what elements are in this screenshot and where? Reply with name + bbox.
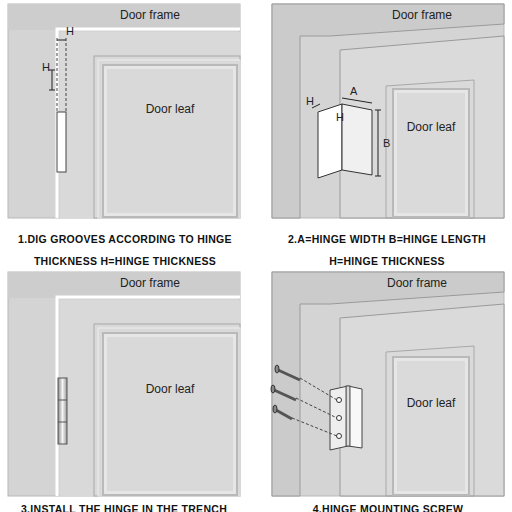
hinge-groove — [57, 112, 66, 172]
door-frame-band: Door frame — [60, 4, 240, 26]
door-molding — [98, 60, 240, 218]
door-leaf-panel: Door leaf — [102, 332, 238, 496]
door-frame-band — [8, 272, 240, 298]
dimension-letter: H — [66, 26, 74, 37]
panel-background — [272, 272, 504, 496]
frame-label: Door frame — [340, 8, 504, 22]
door-frame-band: Door frame — [60, 272, 240, 294]
dimension-line — [378, 110, 379, 176]
frame-label: Door frame — [60, 8, 240, 22]
frame-label: Door frame — [330, 276, 504, 290]
dimension-line — [52, 70, 53, 90]
leaf-label: Door leaf — [394, 396, 468, 410]
door-molding — [98, 328, 240, 496]
screw-guide — [292, 418, 337, 436]
hinge-plate — [330, 386, 348, 450]
hinge-groove — [342, 104, 372, 175]
door-frame-band: Door frame — [340, 4, 504, 26]
door-frame-band — [8, 4, 240, 30]
screw-hole — [337, 434, 342, 439]
door-frame — [272, 4, 504, 218]
dimension-line — [342, 98, 372, 103]
screw-hole — [337, 398, 342, 403]
step-caption: 2.A=HINGE WIDTH B=HINGE LENGTH H=HINGE T… — [262, 228, 512, 272]
door-molding — [94, 324, 240, 496]
door-gap — [57, 297, 240, 496]
dimension-line — [57, 40, 66, 41]
door-molding — [94, 56, 240, 218]
step-caption: 1.DIG GROOVES ACCORDING TO HINGE THICKNE… — [0, 228, 250, 272]
hinge-knuckle — [58, 400, 67, 401]
leaf-label: Door leaf — [394, 120, 468, 134]
screw-head — [275, 365, 279, 373]
leaf-label: Door leaf — [104, 102, 236, 116]
dimension-letter: H — [42, 62, 50, 73]
dimension-letter: A — [350, 86, 357, 97]
dimension-tick — [375, 176, 381, 177]
door-gap — [57, 29, 240, 218]
door-leaf-panel: Door leaf — [392, 356, 470, 496]
door-molding — [386, 80, 474, 218]
screw — [274, 390, 296, 400]
screw-guide — [300, 378, 337, 400]
frame-label: Door frame — [60, 276, 240, 290]
dimension-letter: H — [336, 112, 344, 123]
door-frame — [272, 272, 504, 496]
screw-guide — [296, 398, 337, 418]
dimension-tick — [375, 110, 381, 111]
door-leaf-surface — [60, 300, 240, 496]
screw-head — [273, 405, 277, 413]
hinge-knuckle — [58, 422, 67, 423]
door-leaf-surface — [60, 32, 240, 218]
screw — [278, 370, 300, 380]
screw-hole — [337, 416, 342, 421]
screw — [276, 410, 292, 419]
step-caption: 4.HINGE MOUNTING SCREW — [272, 498, 504, 512]
panel-background — [8, 272, 240, 496]
door-leaf-panel: Door leaf — [392, 88, 470, 218]
dimension-letter: H — [306, 96, 314, 107]
door-molding — [386, 346, 474, 496]
door-leaf-surface — [340, 304, 504, 496]
screw-head — [271, 385, 275, 393]
door-leaf-surface — [340, 36, 504, 218]
panel-background — [272, 4, 504, 218]
dimension-tick — [49, 90, 55, 91]
dimension-letter: B — [383, 138, 390, 149]
groove-guide — [57, 38, 58, 112]
door-leaf-panel: Door leaf — [102, 64, 238, 218]
panel-background — [8, 4, 240, 218]
step-caption: 3.INSTALL THE HINGE IN THE TRENCH — [8, 498, 240, 512]
leaf-label: Door leaf — [104, 382, 236, 396]
door-frame-band: Door frame — [330, 272, 504, 294]
hinge — [58, 378, 67, 444]
hinge-knuckle — [346, 386, 350, 446]
groove-guide — [66, 38, 67, 112]
